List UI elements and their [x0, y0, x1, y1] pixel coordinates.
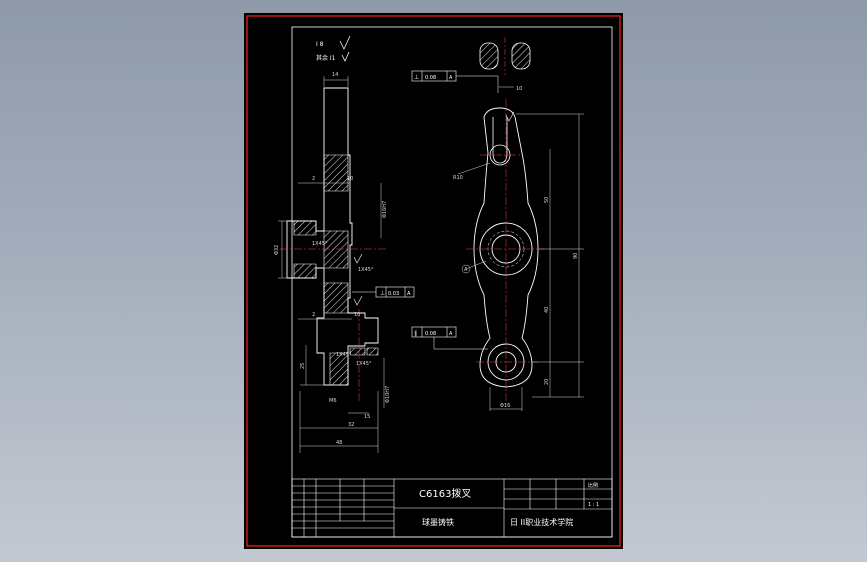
dim-step-2-lower: 2	[312, 312, 315, 318]
dim-radius-r10: R10	[453, 175, 463, 181]
tolerance-value-top: 0.08	[425, 75, 436, 81]
dim-50: 50	[544, 197, 550, 203]
dim-hole-lower: Φ10H7	[385, 386, 391, 403]
scale-value: 1 : 1	[588, 502, 599, 508]
roughness-note-line1: Ⅰ 8	[316, 41, 324, 48]
tolerance-ref-top: A	[449, 75, 453, 81]
perpendicular-icon: ⊥	[414, 74, 419, 81]
dim-height-25: 25	[300, 363, 306, 369]
section-detail-top	[479, 37, 531, 75]
left-hatched-foot	[349, 347, 379, 356]
inner-frame	[291, 26, 613, 538]
drawing-canvas: Ⅰ 8 其余 Ⅰ1	[246, 15, 621, 547]
leader-balloon	[461, 264, 471, 274]
dim-top-width: 14	[332, 72, 338, 78]
left-hatched-boss	[293, 220, 317, 279]
dim-chamfer-mid: 1X45°	[358, 267, 374, 273]
dim-top-slot: 10	[516, 86, 522, 92]
dim-width-15: 15	[364, 414, 370, 420]
right-dimension-lines	[457, 86, 584, 411]
dim-step-10-upper: 10	[347, 176, 353, 182]
school-name: 日 II职业技术学院	[510, 517, 573, 527]
perpendicular-icon: ⊥	[380, 290, 385, 297]
dim-step-2-upper: 2	[312, 176, 315, 182]
roughness-note-line2: 其余 Ⅰ1	[316, 54, 336, 62]
tolerance-frame-mid: ⊥ 0.03 A	[352, 286, 415, 298]
fork-slot	[492, 117, 508, 164]
left-dimension-lines	[278, 76, 385, 453]
dim-width-48: 48	[336, 440, 342, 446]
right-center-lines	[466, 99, 546, 405]
dim-chamfer-bottom: 1X45°	[356, 361, 372, 367]
dim-20: 20	[544, 379, 550, 385]
tolerance-ref-lower: A	[449, 331, 453, 337]
tolerance-value-mid: 0.03	[388, 291, 399, 297]
dim-m-thread: M6	[329, 398, 337, 404]
lever-outline	[473, 107, 539, 388]
right-front-view: ⊥ 0.08 A	[411, 37, 584, 411]
tolerance-ref-mid: A	[407, 291, 411, 297]
dim-chamfer-lower: 1X45°	[336, 352, 352, 358]
dim-chamfer-upper: 1X45°	[312, 241, 328, 247]
tolerance-frame-top: ⊥ 0.08 A	[411, 70, 499, 93]
left-section-view: 14 2 10 Φ16H7 Φ32 1X45° 1X45° 2 10 1X45°…	[274, 72, 415, 453]
dim-step-10-lower: 10	[354, 312, 360, 318]
roughness-symbol-icon	[339, 35, 351, 50]
part-name: C6163拨叉	[419, 487, 471, 500]
drawing-sheet: Ⅰ 8 其余 Ⅰ1	[244, 13, 623, 549]
dim-diameter-32: Φ32	[274, 245, 280, 255]
parallel-icon: ∥	[414, 330, 417, 337]
roughness-symbol-icon	[341, 51, 350, 62]
dim-hole-upper: Φ16H7	[382, 201, 388, 218]
dim-90: 90	[573, 253, 579, 259]
drawing-name: 球墨铸铁	[422, 517, 454, 527]
roughness-symbol-icon	[353, 253, 363, 264]
outer-border	[246, 15, 621, 547]
dim-phi-16: Φ16	[500, 403, 510, 409]
title-block	[291, 478, 613, 538]
left-hatched-web	[323, 154, 349, 386]
dim-40: 40	[544, 307, 550, 313]
scale-label: 比例	[588, 482, 598, 489]
tolerance-frame-lower: ∥ 0.08 A	[411, 326, 488, 350]
roughness-note: Ⅰ 8 其余 Ⅰ1	[316, 35, 351, 62]
dim-width-32: 32	[348, 422, 354, 428]
leader-a-label: A	[464, 267, 468, 273]
tolerance-value-lower: 0.08	[425, 331, 436, 337]
roughness-symbol-icon	[353, 295, 363, 306]
roughness-symbol-icon	[505, 111, 515, 122]
